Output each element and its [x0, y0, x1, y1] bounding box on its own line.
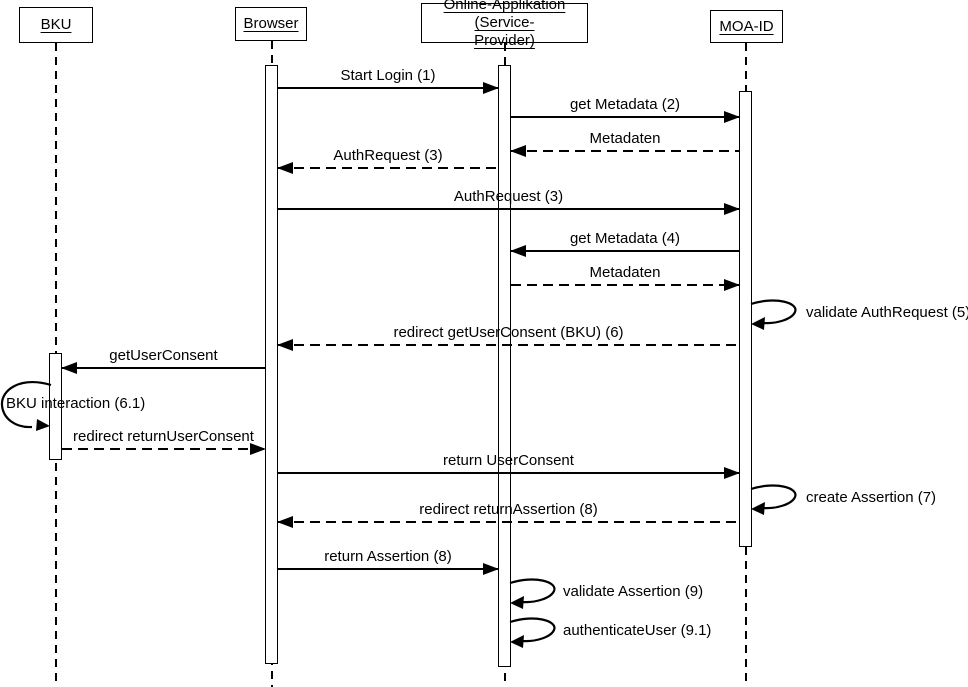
self-message-create-assertion: create Assertion (7)	[750, 484, 936, 515]
actor-label-moa-id: MOA-ID	[719, 17, 774, 35]
self-message-authenticateuser: authenticateUser (9.1)	[509, 617, 711, 648]
arrowhead-icon	[510, 145, 526, 157]
self-message-validate-authrequest: validate AuthRequest (5)	[750, 299, 968, 330]
message-label: redirect getUserConsent (BKU) (6)	[393, 324, 624, 341]
message-label: authenticateUser (9.1)	[563, 622, 712, 639]
message-label: getUserConsent	[109, 347, 218, 364]
message-label: Start Login (1)	[340, 67, 436, 84]
arrowhead-icon	[250, 443, 266, 455]
arrowhead-icon	[483, 563, 499, 575]
message-line	[278, 167, 498, 169]
message-line	[62, 367, 265, 369]
message-label: Metadaten	[589, 264, 661, 281]
message-label: return UserConsent	[443, 452, 574, 469]
loop-arc-icon	[750, 299, 797, 330]
message-label: validate AuthRequest (5)	[806, 304, 968, 321]
arrowhead-icon	[483, 82, 499, 94]
message-line	[278, 472, 739, 474]
activation-bar-browser	[265, 65, 278, 664]
self-message-bku-interaction: BKU interaction (6.1)	[0, 378, 145, 431]
activation-bar-bku	[49, 353, 62, 460]
arrowhead-icon	[277, 162, 293, 174]
actor-box-online-applikation: Online-Applikation (Service- Provider)	[421, 0, 588, 49]
arrowhead-icon	[724, 467, 740, 479]
loop-arc-icon	[750, 484, 797, 515]
actor-label-online-applikation-line1: Online-Applikation (Service-	[443, 0, 566, 31]
message-label: get Metadata (4)	[569, 230, 681, 247]
loop-arc-icon	[0, 381, 52, 431]
actor-box-bku: BKU	[19, 7, 93, 43]
message-label: AuthRequest (3)	[453, 188, 564, 205]
arrowhead-icon	[61, 362, 77, 374]
actor-label-browser: Browser	[243, 15, 299, 32]
message-line	[278, 344, 739, 346]
message-line	[278, 208, 739, 210]
actor-box-browser: Browser	[235, 7, 307, 41]
arrowhead-icon	[724, 203, 740, 215]
message-line	[511, 250, 739, 252]
self-message-validate-assertion: validate Assertion (9)	[509, 578, 703, 609]
message-label: BKU interaction (6.1)	[6, 395, 146, 412]
message-line	[511, 116, 739, 118]
arrowhead-icon	[724, 279, 740, 291]
arrowhead-icon	[724, 111, 740, 123]
actor-box-moa-id: MOA-ID	[710, 10, 783, 43]
activation-bar-moa-id	[739, 91, 752, 547]
loop-arc-icon	[509, 578, 556, 609]
message-label: create Assertion (7)	[806, 489, 937, 506]
actor-label-online-applikation-line2: Provider)	[474, 32, 535, 49]
message-label: return Assertion (8)	[324, 548, 452, 565]
message-label: validate Assertion (9)	[563, 583, 704, 600]
message-line	[511, 284, 739, 286]
message-line	[62, 448, 265, 450]
arrowhead-icon	[277, 339, 293, 351]
activation-bar-online-applikation	[498, 65, 511, 667]
message-line	[278, 568, 498, 570]
message-line	[278, 521, 739, 523]
message-label: redirect returnAssertion (8)	[419, 501, 598, 518]
message-label: get Metadata (2)	[569, 96, 681, 113]
message-label: AuthRequest (3)	[333, 147, 443, 164]
arrowhead-icon	[277, 516, 293, 528]
message-label: Metadaten	[589, 130, 661, 147]
arrowhead-icon	[510, 245, 526, 257]
actor-label-bku: BKU	[40, 16, 72, 33]
loop-arc-icon	[509, 617, 556, 648]
message-line	[511, 150, 739, 152]
message-label: redirect returnUserConsent	[73, 428, 254, 445]
message-line	[278, 87, 498, 89]
